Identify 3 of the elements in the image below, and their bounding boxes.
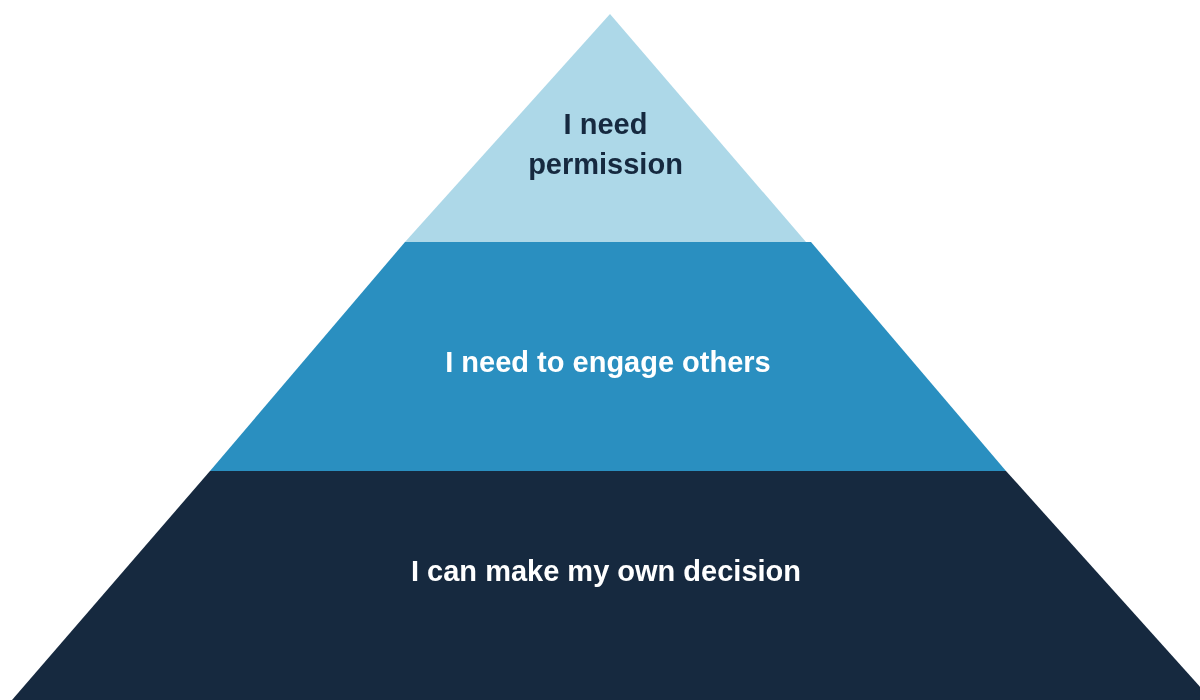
tier-label: I need permission (527, 107, 684, 182)
tier-label: I need to engage others (444, 345, 772, 380)
tier-label: I can make my own decision (410, 554, 802, 589)
